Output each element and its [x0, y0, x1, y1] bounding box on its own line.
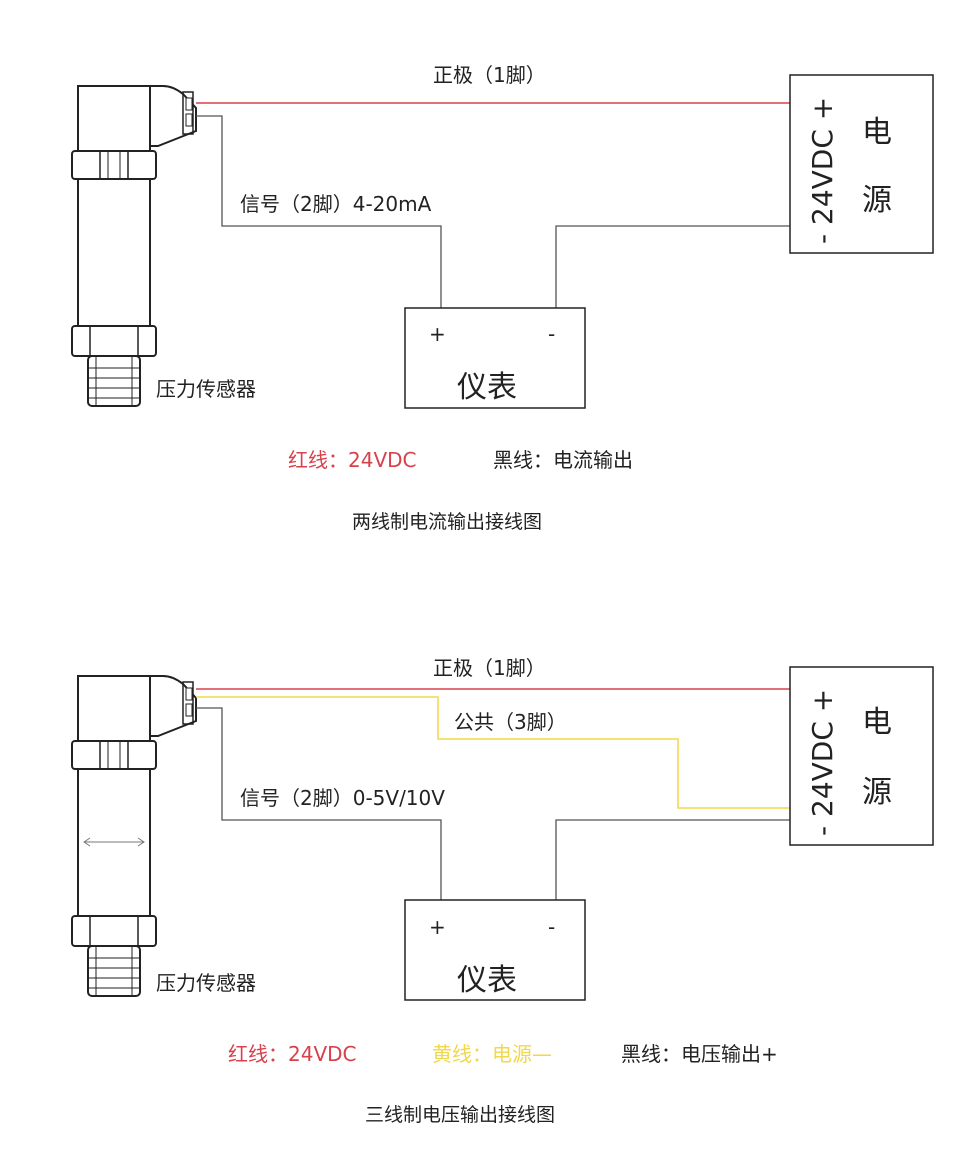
diagram-caption: 两线制电流输出接线图: [352, 511, 542, 533]
positive-wire-label: 正极（1脚）: [433, 656, 546, 680]
signal-wire: [196, 707, 442, 900]
power-char-2: 源: [862, 775, 892, 810]
diagram-three-wire: - 24VDC + 电 源 + - 仪表 正极（1脚） 公共（3脚） 信号（2脚…: [71, 656, 934, 1126]
pressure-sensor-icon: [71, 675, 197, 997]
legend-black: 黑线：电压输出+: [621, 1042, 778, 1066]
meter-plus: +: [429, 915, 446, 939]
sensor-label: 压力传感器: [156, 971, 256, 995]
meter-label: 仪表: [457, 963, 517, 998]
meter-minus: -: [548, 915, 555, 939]
return-wire: [555, 819, 790, 900]
meter-plus: +: [429, 322, 446, 346]
pressure-sensor-icon: [71, 85, 197, 407]
meter-box: [404, 899, 586, 1001]
legend-red: 红线：24VDC: [228, 1042, 357, 1066]
legend-black: 黑线：电流输出: [493, 448, 633, 472]
signal-wire: [196, 115, 442, 308]
meter-label: 仪表: [457, 370, 517, 405]
power-char-2: 源: [862, 183, 892, 218]
power-char-1: 电: [862, 705, 892, 740]
dimension-arrow-icon: [83, 837, 145, 847]
return-wire: [555, 225, 790, 308]
diagram-two-wire: - 24VDC + 电 源 + - 仪表 正极（1脚） 信号（2脚）4-20mA…: [71, 63, 934, 533]
signal-wire-label: 信号（2脚）4-20mA: [240, 192, 432, 216]
meter-minus: -: [548, 322, 555, 346]
diagram-caption: 三线制电压输出接线图: [365, 1104, 555, 1126]
legend-red: 红线：24VDC: [288, 448, 417, 472]
common-wire-label: 公共（3脚）: [454, 710, 567, 734]
power-vertical-label: - 24VDC +: [806, 97, 839, 244]
legend-yellow: 黄线：电源—: [432, 1042, 552, 1066]
power-supply-box: [789, 74, 934, 254]
meter-box: [404, 307, 586, 409]
yellow-wire: [196, 696, 790, 809]
power-char-1: 电: [862, 115, 892, 150]
sensor-label: 压力传感器: [156, 377, 256, 401]
signal-wire-label: 信号（2脚）0-5V/10V: [240, 786, 445, 810]
positive-wire-label: 正极（1脚）: [433, 63, 546, 87]
power-vertical-label: - 24VDC +: [806, 689, 839, 836]
power-supply-box: [789, 666, 934, 846]
